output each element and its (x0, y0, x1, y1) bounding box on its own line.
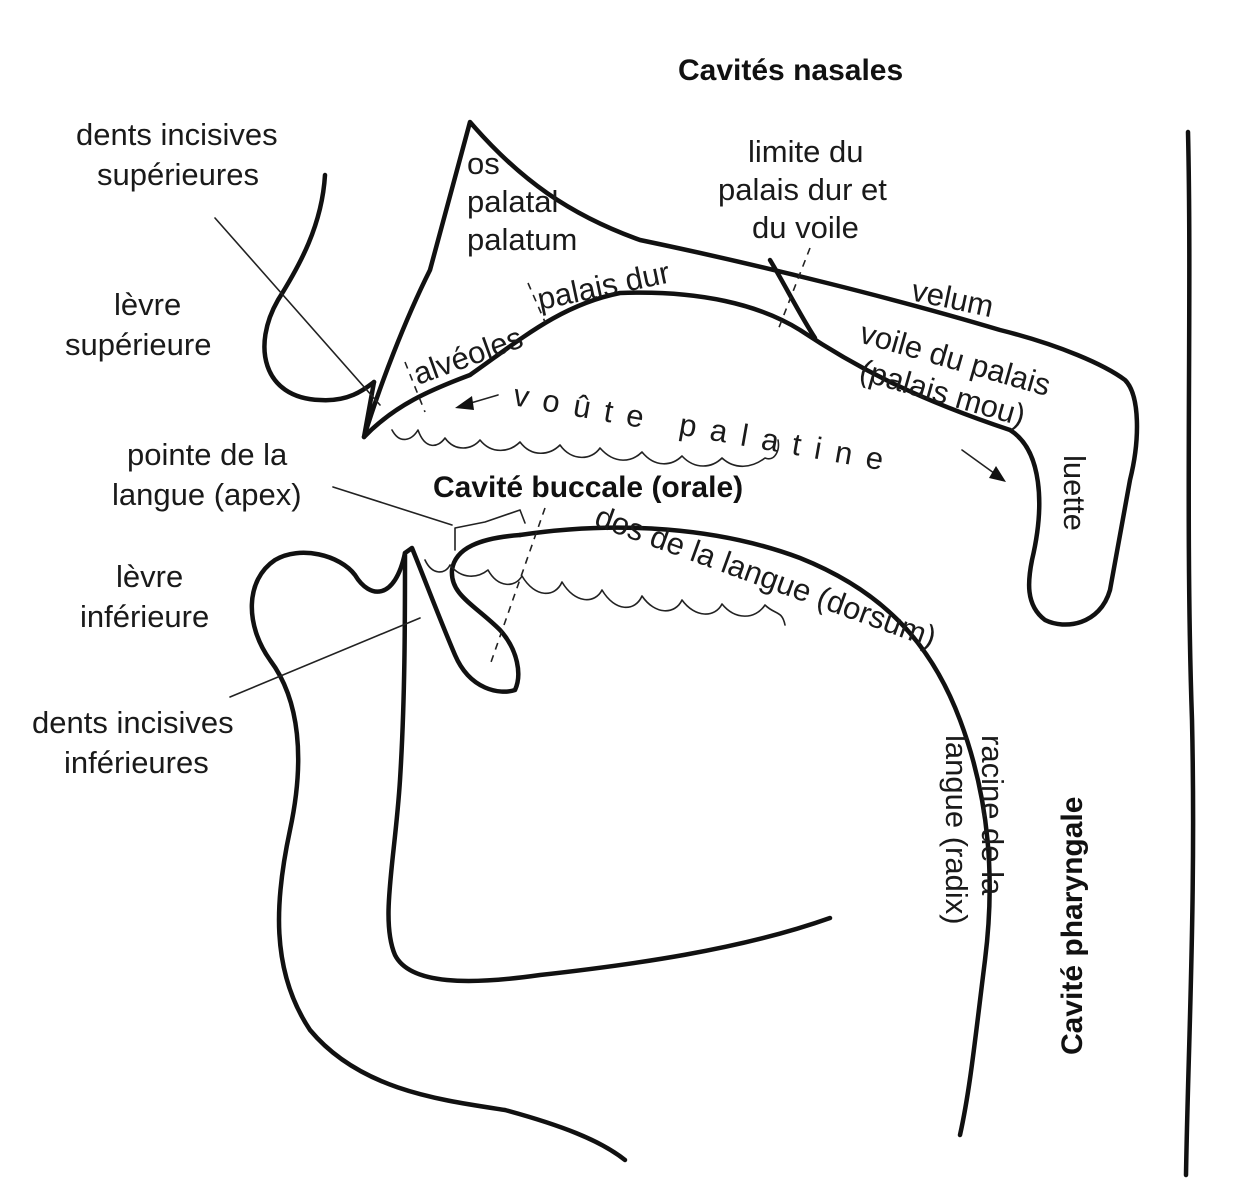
lower-lip-line2: inférieure (80, 599, 209, 634)
leader-upper-incisors (215, 218, 380, 405)
tongue-back-label: dos de la langue (dorsum) (591, 499, 941, 655)
tongue-tip-label: pointe de la langue (apex) (112, 437, 302, 512)
hard-soft-line2: palais dur et (718, 172, 887, 207)
lower-incisors-line2: inférieures (64, 745, 209, 780)
tongue-root-label: racine de la langue (radix) (939, 735, 1010, 925)
upper-incisors-label: dents incisives supérieures (76, 117, 286, 192)
upper-lip-label: lèvre supérieure (65, 287, 211, 362)
arrow-left-head (455, 396, 474, 410)
pharyngeal-cavity-label: Cavité pharyngale (1056, 797, 1089, 1055)
palatal-bone-line1: os (467, 146, 500, 181)
alveoles-label: alvéoles (408, 320, 527, 392)
upper-incisors-line1: dents incisives (76, 117, 278, 152)
lower-incisor-outline (405, 535, 520, 692)
arrow-right-head (989, 466, 1006, 482)
upper-lip-line1: lèvre (114, 287, 181, 322)
upper-incisors-line2: supérieures (97, 157, 259, 192)
leader-lower-incisors (230, 618, 420, 697)
tongue-root-line2: langue (radix) (939, 735, 974, 925)
palatine-vault-label: voûte palatine (511, 377, 900, 479)
soft-palate-label: voile du palais (palais mou) (846, 315, 1063, 440)
pharynx-wall (1186, 132, 1193, 1175)
uvula-label: luette (1057, 455, 1092, 531)
oral-cavity-label: Cavité buccale (orale) (433, 471, 743, 504)
nasal-cavities-label: Cavités nasales (678, 54, 903, 87)
brace-tongue-tip (455, 510, 525, 550)
upper-lip-line2: supérieure (65, 327, 211, 362)
hard-soft-line1: limite du (748, 134, 863, 169)
hard-soft-limit-label: limite du palais dur et du voile (718, 134, 896, 245)
lower-lip-label: lèvre inférieure (80, 559, 209, 634)
jaw-outline (389, 555, 830, 981)
lower-incisors-label: dents incisives inférieures (32, 705, 242, 780)
lower-lip-line1: lèvre (116, 559, 183, 594)
tongue-root-line1: racine de la (975, 735, 1010, 896)
tongue-tip-line2: langue (apex) (112, 477, 302, 512)
palatal-bone-label: os palatal palatum (467, 146, 577, 257)
hard-palate-label: palais dur (534, 255, 673, 317)
upper-lip-outline (264, 175, 374, 400)
palatal-bone-line3: palatum (467, 222, 577, 257)
tongue-tip-line1: pointe de la (127, 437, 288, 472)
hard-soft-line3: du voile (752, 210, 859, 245)
lower-incisors-line1: dents incisives (32, 705, 234, 740)
palatal-bone-line2: palatal (467, 184, 558, 219)
lower-lip-outline (252, 553, 625, 1160)
